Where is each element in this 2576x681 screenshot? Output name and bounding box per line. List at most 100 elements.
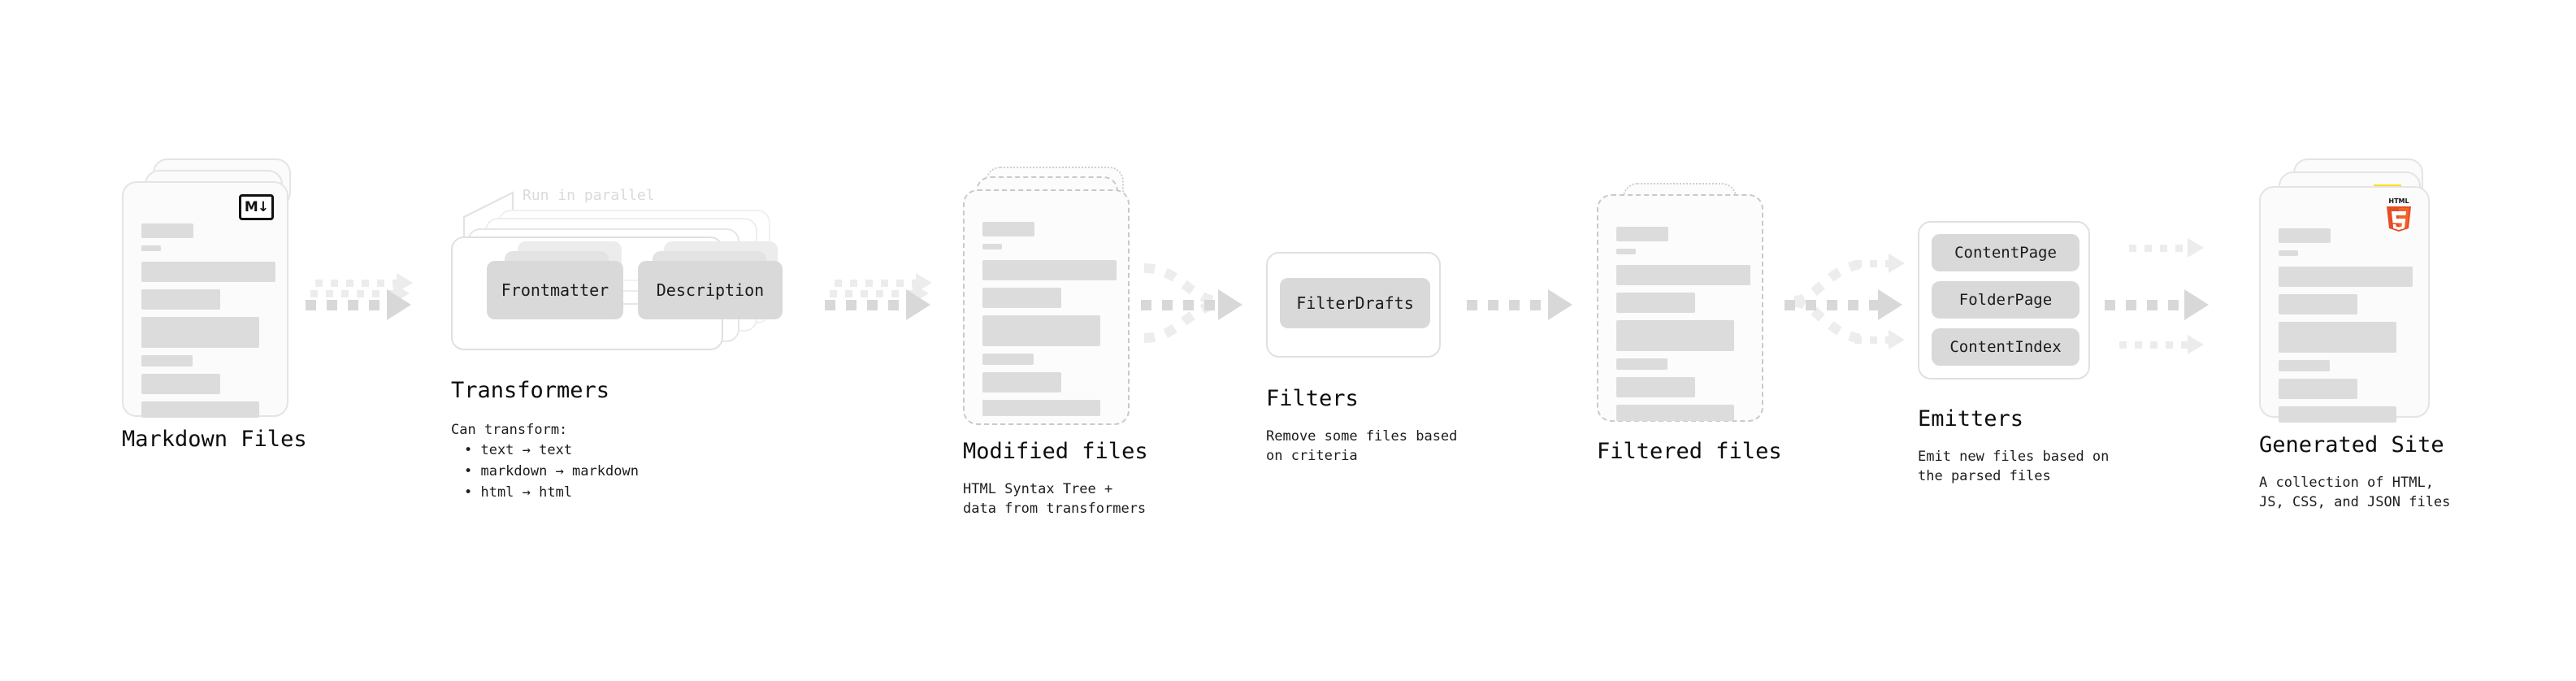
chip-folderpage[interactable]: FolderPage (1932, 281, 2079, 319)
content-bar (141, 289, 220, 310)
stage-title-filtered-files: Filtered files (1597, 439, 1782, 464)
content-bar (1616, 249, 1636, 254)
run-in-parallel-label: Run in parallel (523, 187, 655, 204)
arrow-head (1548, 289, 1572, 320)
content-bar (2279, 406, 2396, 423)
chip-contentpage[interactable]: ContentPage (1932, 234, 2079, 271)
stage-title-modified-files: Modified files (963, 439, 1148, 464)
arrow-branch-mid (2105, 289, 2209, 320)
doc-content (1616, 227, 1750, 428)
transformers-subtitle-2: • markdown → markdown (464, 463, 639, 479)
content-bar (982, 400, 1100, 416)
chip-contentpage-label: ContentPage (1954, 244, 2057, 262)
filtered-file-stack (1597, 183, 1784, 427)
arrow-branch-bottom (2119, 335, 2204, 354)
chip-folderpage-label: FolderPage (1958, 291, 2053, 309)
html5-badge: HTML (2383, 196, 2415, 233)
arrow-head (1878, 289, 1902, 320)
emitters-group: ContentPage FolderPage ContentIndex (1918, 221, 2090, 380)
content-bar (2279, 322, 2396, 353)
run-in-parallel-bracket (462, 191, 514, 238)
emitters-subtitle-2: the parsed files (1918, 468, 2051, 484)
content-bar (2279, 379, 2357, 399)
arrow-dashes (1467, 299, 1550, 310)
content-bar (141, 245, 161, 251)
filtered-card-front (1597, 194, 1763, 422)
content-bar (1616, 405, 1734, 421)
content-bar (2279, 228, 2331, 243)
svg-text:HTML: HTML (2388, 197, 2409, 205)
arrow-dashes (1785, 299, 1880, 310)
transformers-subtitle-head: Can transform: (451, 422, 568, 438)
html5-badge-icon: HTML (2387, 197, 2411, 232)
arrow-dashes (2129, 244, 2189, 252)
content-bar (141, 262, 275, 282)
arrow-dashes (830, 289, 914, 297)
content-bar (2279, 360, 2330, 371)
arrow-main (825, 289, 930, 320)
chip-frontmatter-label: Frontmatter (501, 280, 609, 300)
arrow-head (2188, 238, 2204, 258)
content-bar (1616, 293, 1695, 313)
arrow-dashes (310, 289, 395, 297)
arrow-dashes (2119, 340, 2189, 349)
arrow-head (1889, 330, 1905, 349)
markdown-card-front: M↓ (122, 181, 288, 418)
filters-subtitle-1: Remove some files based (1266, 428, 1458, 445)
doc-content (141, 223, 275, 425)
chip-contentindex-label: ContentIndex (1949, 338, 2062, 356)
content-bar (982, 315, 1100, 346)
chip-frontmatter[interactable]: Frontmatter (487, 261, 623, 319)
arrow-head (1889, 254, 1905, 273)
markdown-file-stack: M↓ M↓ M↓ (122, 158, 309, 419)
arrow-branch-top (2129, 238, 2204, 258)
doc-content (2279, 228, 2413, 430)
content-bar (982, 372, 1061, 393)
content-bar (1616, 377, 1695, 397)
content-bar (141, 374, 220, 394)
generated-site-subtitle-1: A collection of HTML, (2259, 475, 2434, 491)
arrow-main (306, 289, 411, 320)
emitters-subtitle-1: Emit new files based on (1918, 449, 2110, 465)
chip-filterdrafts-label: FilterDrafts (1296, 293, 1414, 313)
stage-generated-site: CSS HTML (2259, 158, 2454, 510)
modified-files-subtitle-2: data from transformers (963, 501, 1147, 517)
arrow-head (1218, 289, 1242, 320)
arrow-dashes (1854, 336, 1890, 344)
filters-subtitle-2: on criteria (1266, 448, 1358, 464)
modified-card-front (963, 189, 1130, 425)
transformers-subtitle-3: • html → html (464, 484, 573, 501)
stage-title-emitters: Emitters (1918, 406, 2024, 432)
content-bar (1616, 320, 1734, 351)
filters-group: FilterDrafts (1266, 252, 1441, 358)
arrow-head (2184, 289, 2209, 320)
content-bar (982, 244, 1002, 249)
content-bar (1616, 265, 1750, 285)
content-bar (2279, 294, 2357, 314)
markdown-badge: M↓ (239, 194, 274, 220)
generated-card-front-html: HTML (2259, 186, 2430, 423)
arrow-head (387, 289, 411, 320)
content-bar (2279, 250, 2298, 256)
chip-filterdrafts[interactable]: FilterDrafts (1280, 278, 1430, 328)
content-bar (1616, 358, 1667, 370)
stage-filtered-files: Filtered files (1597, 183, 1784, 464)
chip-contentindex[interactable]: ContentIndex (1932, 328, 2079, 366)
content-bar (2279, 267, 2413, 287)
modified-files-subtitle-1: HTML Syntax Tree + (963, 481, 1113, 497)
arrow-dashes (825, 299, 908, 310)
arrow-head (906, 289, 930, 320)
content-bar (1616, 227, 1668, 241)
content-bar (982, 288, 1061, 308)
modified-file-stack (963, 167, 1150, 427)
doc-content (982, 222, 1117, 423)
content-bar (982, 260, 1117, 280)
transformers-subtitle-1: • text → text (464, 442, 573, 458)
chip-description[interactable]: Description (638, 261, 783, 319)
generated-site-subtitle-2: JS, CSS, and JSON files (2259, 494, 2451, 510)
arrow-dashes (1854, 259, 1890, 267)
generated-site-stack: CSS HTML (2259, 158, 2454, 423)
stage-modified-files: Modified files HTML Syntax Tree + data f… (963, 167, 1150, 517)
arrow-dashes (835, 279, 917, 287)
stage-title-markdown-files: Markdown Files (122, 427, 307, 452)
